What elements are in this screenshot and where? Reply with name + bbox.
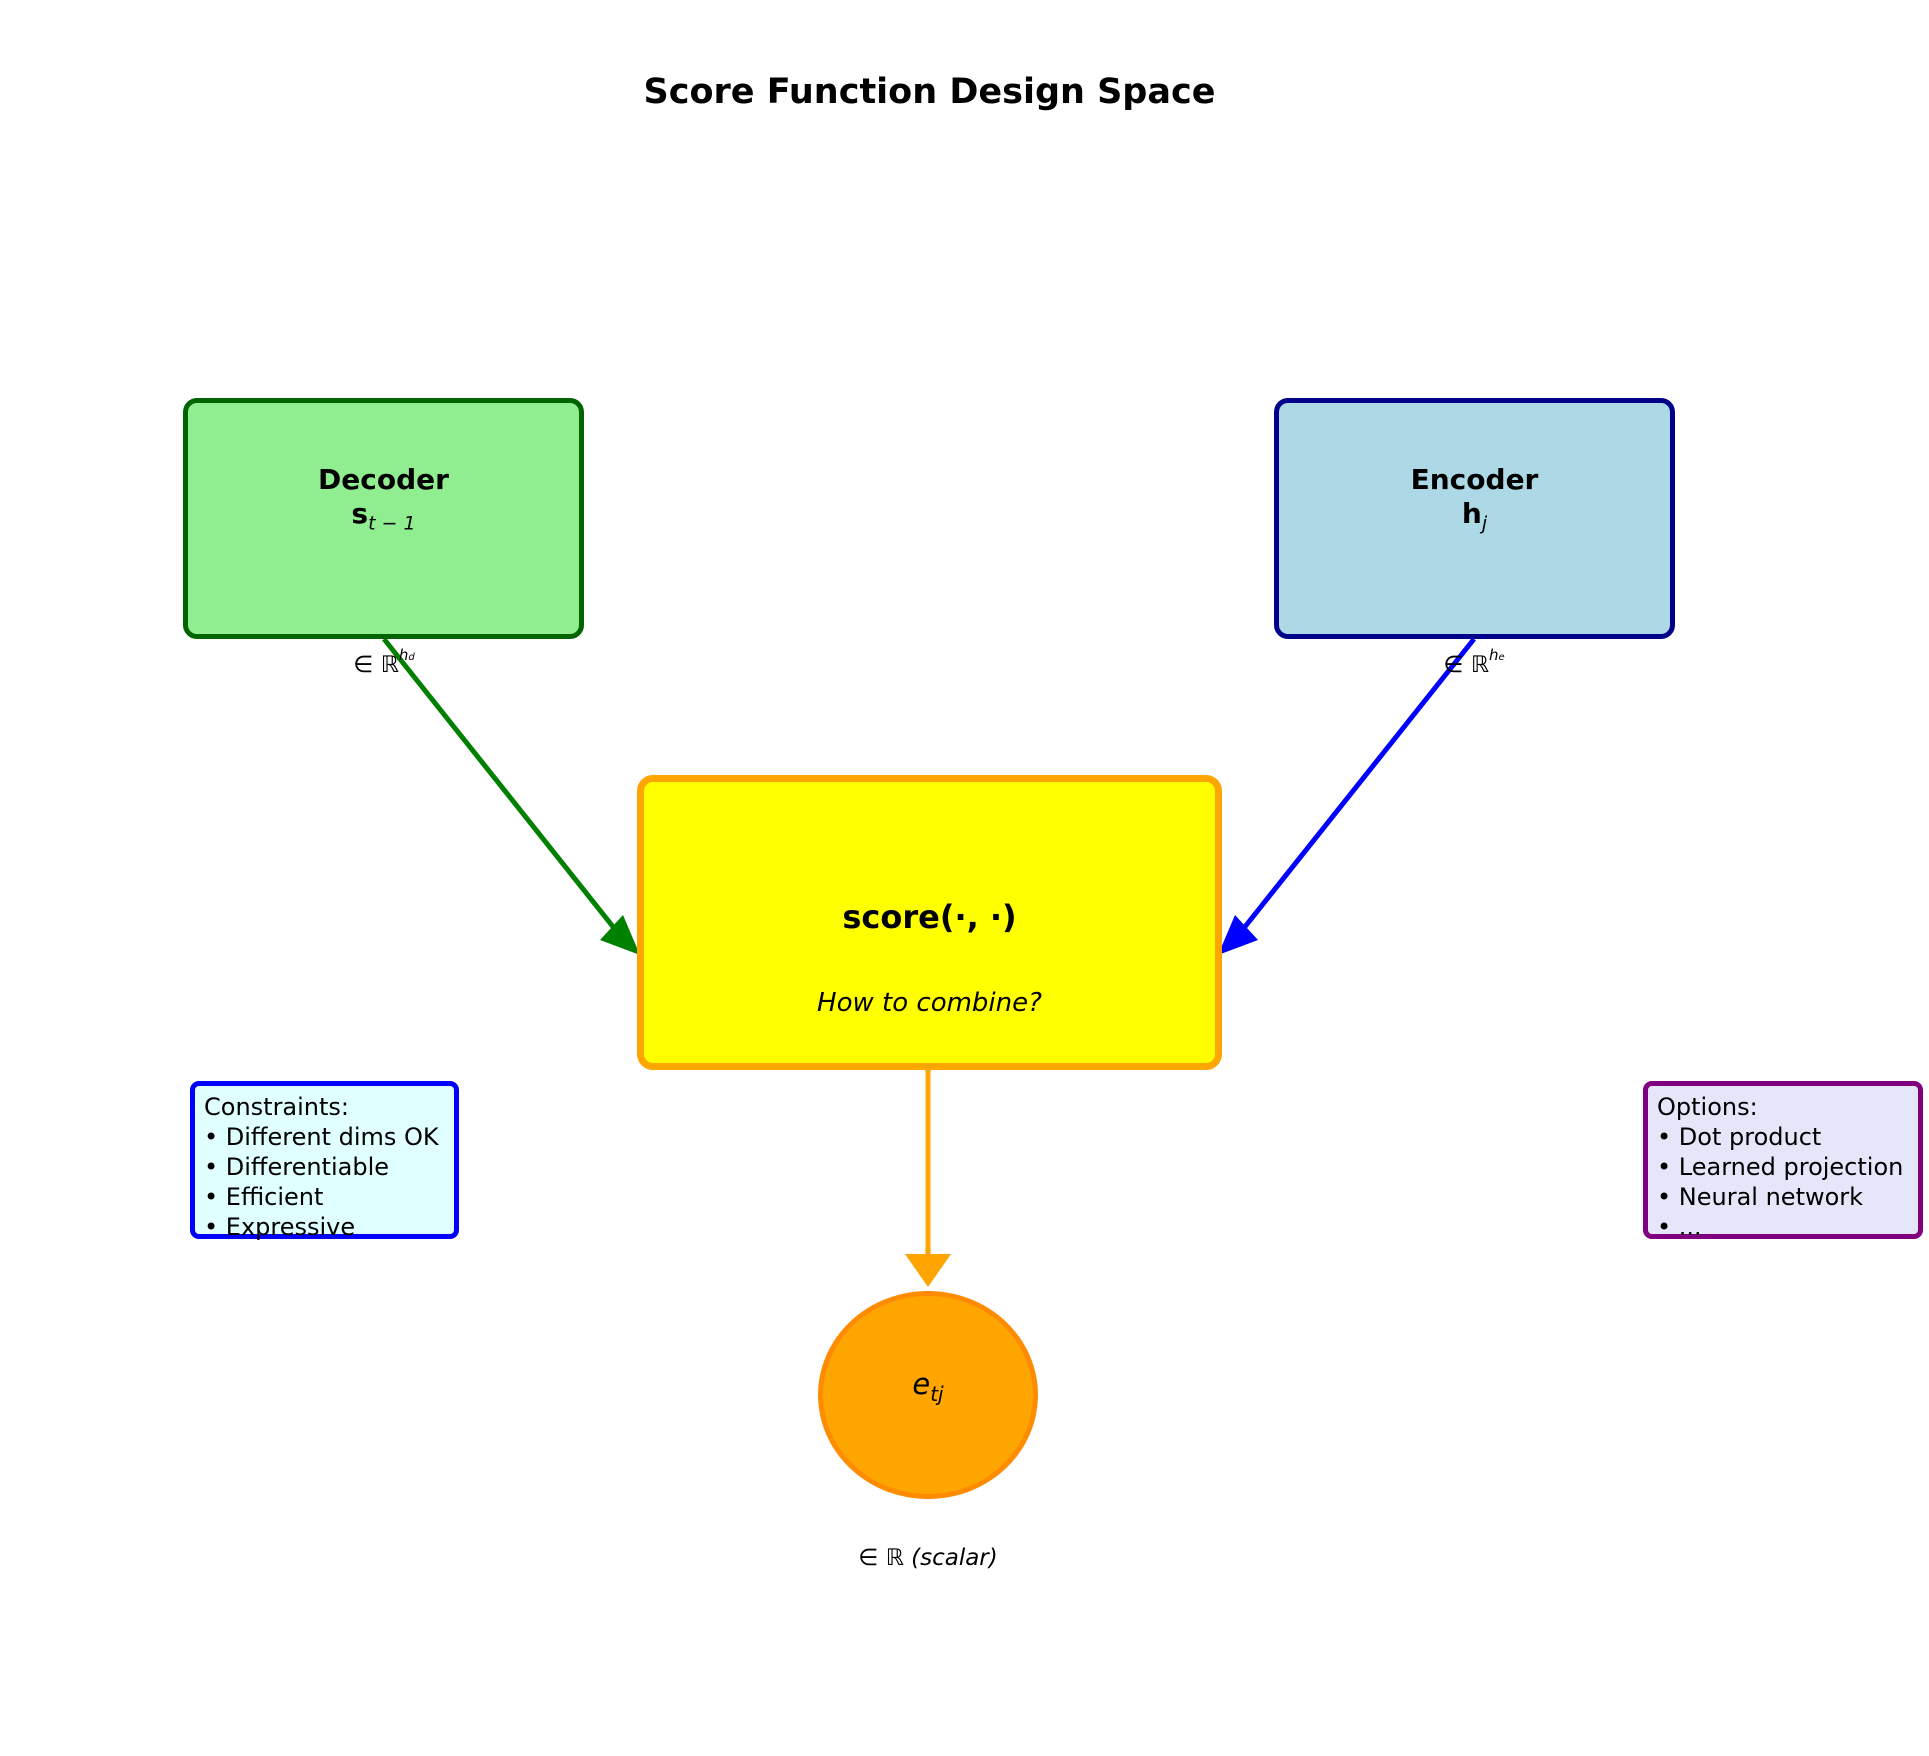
encoder-dimension: ∈ ℝhe bbox=[1443, 646, 1505, 678]
output-arrowhead bbox=[905, 1254, 951, 1287]
constraints-heading: Constraints: bbox=[204, 1093, 350, 1121]
encoder-arrowhead bbox=[1218, 915, 1258, 955]
options-item: • Neural network bbox=[1657, 1183, 1864, 1211]
decoder-dimension: ∈ ℝhd bbox=[353, 646, 415, 678]
score-function-question: How to combine? bbox=[817, 988, 1042, 1018]
decoder-box: Decoder st − 1 bbox=[183, 398, 584, 639]
encoder-to-score-arrow-line bbox=[1234, 637, 1476, 940]
score-function-label: score(·, ·) bbox=[842, 898, 1017, 936]
output-score-circle bbox=[818, 1291, 1038, 1499]
options-item: • ... bbox=[1657, 1213, 1702, 1241]
constraints-item: • Differentiable bbox=[204, 1153, 390, 1181]
encoder-box: Encoder hj bbox=[1274, 398, 1675, 639]
constraints-item: • Expressive bbox=[204, 1213, 356, 1241]
decoder-symbol: st − 1 bbox=[351, 497, 416, 535]
options-note: Options: • Dot product • Learned project… bbox=[1643, 1081, 1923, 1241]
decoder-arrowhead bbox=[600, 915, 640, 955]
constraints-item: • Different dims OK bbox=[204, 1123, 439, 1151]
output-dimension: ∈ ℝ (scalar) bbox=[858, 1545, 998, 1571]
encoder-symbol: hj bbox=[1461, 497, 1488, 535]
options-item: • Dot product bbox=[1657, 1123, 1822, 1151]
score-function-box: score(·, ·) How to combine? bbox=[637, 775, 1222, 1070]
diagram-title: Score Function Design Space bbox=[643, 72, 1216, 112]
options-item: • Learned projection bbox=[1657, 1153, 1904, 1181]
decoder-to-score-arrow-line bbox=[382, 637, 624, 940]
output-score-label: etj bbox=[912, 1367, 944, 1406]
constraints-note: Constraints: • Different dims OK • Diffe… bbox=[190, 1081, 459, 1241]
constraints-item: • Efficient bbox=[204, 1183, 324, 1211]
encoder-label: Encoder bbox=[1410, 463, 1539, 496]
options-heading: Options: bbox=[1657, 1093, 1758, 1121]
decoder-label: Decoder bbox=[318, 463, 449, 496]
